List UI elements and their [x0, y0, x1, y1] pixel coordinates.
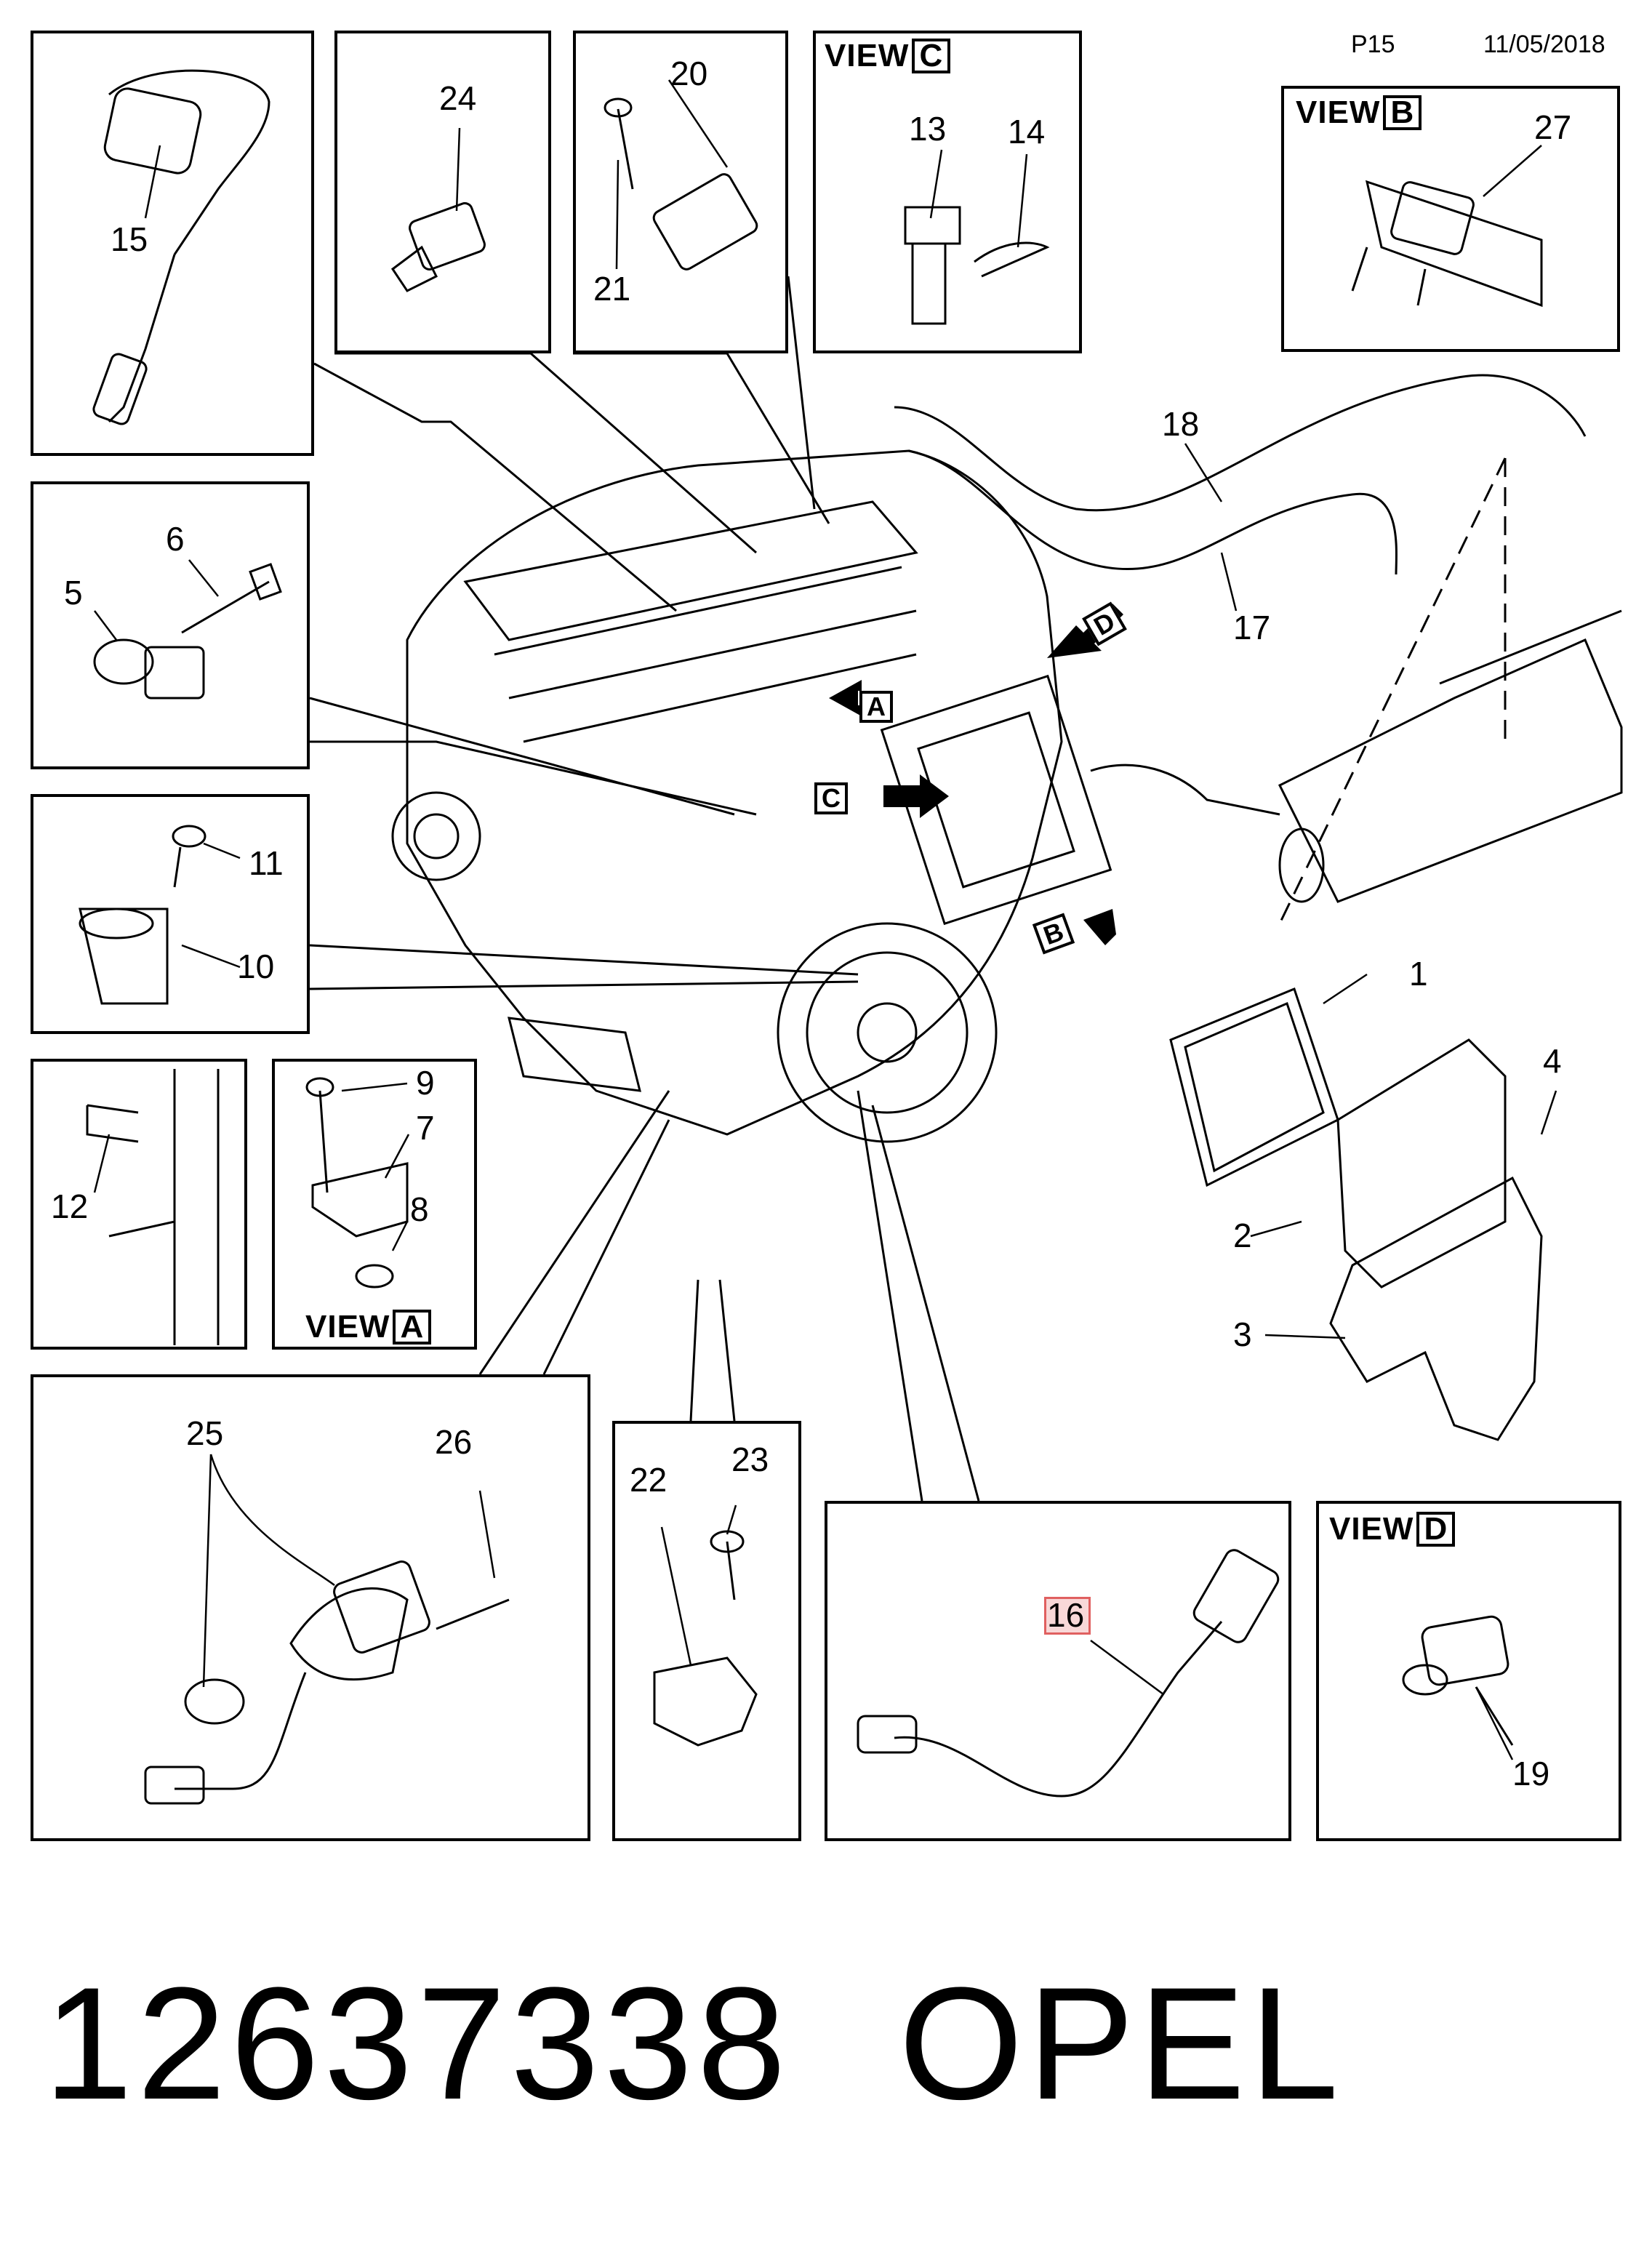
callout-6: 6 [166, 520, 185, 558]
cable-18 [894, 374, 1587, 512]
detail-box-25-26 [31, 1374, 590, 1841]
detail-box-24 [334, 31, 551, 353]
sensor-16-sketch [857, 1549, 1280, 1798]
callout-22: 22 [630, 1461, 667, 1499]
callout-5: 5 [64, 574, 83, 612]
sensor-19-sketch [1402, 1615, 1514, 1746]
sensor-25-26-sketch [144, 1560, 510, 1805]
callout-2: 2 [1233, 1217, 1252, 1254]
highlight-16 [1044, 1597, 1091, 1635]
brand-name: OPEL [899, 1954, 1343, 2133]
view-letter-a: A [393, 1310, 432, 1345]
callout-23: 23 [731, 1440, 769, 1478]
view-word: VIEW [1296, 95, 1381, 130]
engine-block [391, 449, 1623, 1143]
part-number: 12637338 [44, 1954, 790, 2133]
callout-20: 20 [670, 55, 708, 92]
view-word: VIEW [305, 1309, 390, 1345]
sensor-5-6-sketch [93, 563, 282, 700]
sensor-13-14-sketch [904, 206, 1050, 325]
view-letter-c: C [912, 39, 951, 73]
callout-leaders [93, 79, 1557, 1760]
detail-box-view-d [1316, 1501, 1621, 1841]
detail-box-view-a [272, 1059, 477, 1350]
callout-8: 8 [410, 1190, 429, 1228]
sensor-20-sketch [604, 97, 758, 271]
callout-9: 9 [416, 1064, 435, 1102]
page-date: 11/05/2018 [1483, 31, 1605, 58]
callout-27: 27 [1534, 108, 1572, 146]
callout-15: 15 [111, 220, 148, 258]
detail-box-20-21 [573, 31, 788, 353]
arrow-label-c: C [814, 782, 848, 814]
cable-17 [908, 449, 1398, 575]
callout-25: 25 [186, 1414, 224, 1452]
detail-box-view-b [1281, 86, 1620, 352]
callout-11: 11 [249, 844, 284, 882]
callout-18: 18 [1162, 405, 1200, 443]
detail-box-12 [31, 1059, 247, 1350]
detail-box-22-23 [612, 1421, 801, 1841]
page-code: P15 [1351, 31, 1395, 58]
sensor-27-sketch [1351, 180, 1543, 308]
callout-21: 21 [593, 270, 631, 308]
detail-box-15 [31, 31, 314, 456]
callout-3: 3 [1233, 1315, 1252, 1353]
view-letter-d: D [1416, 1512, 1456, 1547]
callout-1: 1 [1409, 955, 1428, 993]
sensor-view-a-sketch [305, 1077, 409, 1289]
detail-box-16 [825, 1501, 1291, 1841]
callout-16: 16 [1047, 1596, 1085, 1634]
callout-7: 7 [416, 1109, 435, 1147]
callout-26: 26 [435, 1423, 473, 1461]
detail-box-view-c [813, 31, 1082, 353]
sensor-10-11-sketch [79, 825, 206, 1005]
detail-box-10-11 [31, 794, 310, 1034]
detail-box-5-6 [31, 481, 310, 769]
sensor-24-sketch [390, 202, 486, 292]
callout-24: 24 [439, 79, 477, 117]
sensor-15-sketch [92, 69, 270, 425]
view-letter-b: B [1383, 95, 1422, 130]
view-word: VIEW [825, 38, 910, 73]
callout-17: 17 [1233, 609, 1271, 646]
callout-4: 4 [1543, 1042, 1562, 1080]
callout-14: 14 [1008, 113, 1046, 151]
sensor-12-sketch [86, 1069, 220, 1345]
callout-10: 10 [237, 947, 275, 985]
callout-12: 12 [51, 1187, 89, 1225]
callout-19: 19 [1512, 1755, 1550, 1792]
leader-lines [309, 276, 980, 1502]
ecu-parts [1169, 987, 1543, 1441]
view-word: VIEW [1329, 1511, 1414, 1547]
arrow-label-a: A [859, 691, 893, 723]
callout-13: 13 [909, 110, 947, 148]
